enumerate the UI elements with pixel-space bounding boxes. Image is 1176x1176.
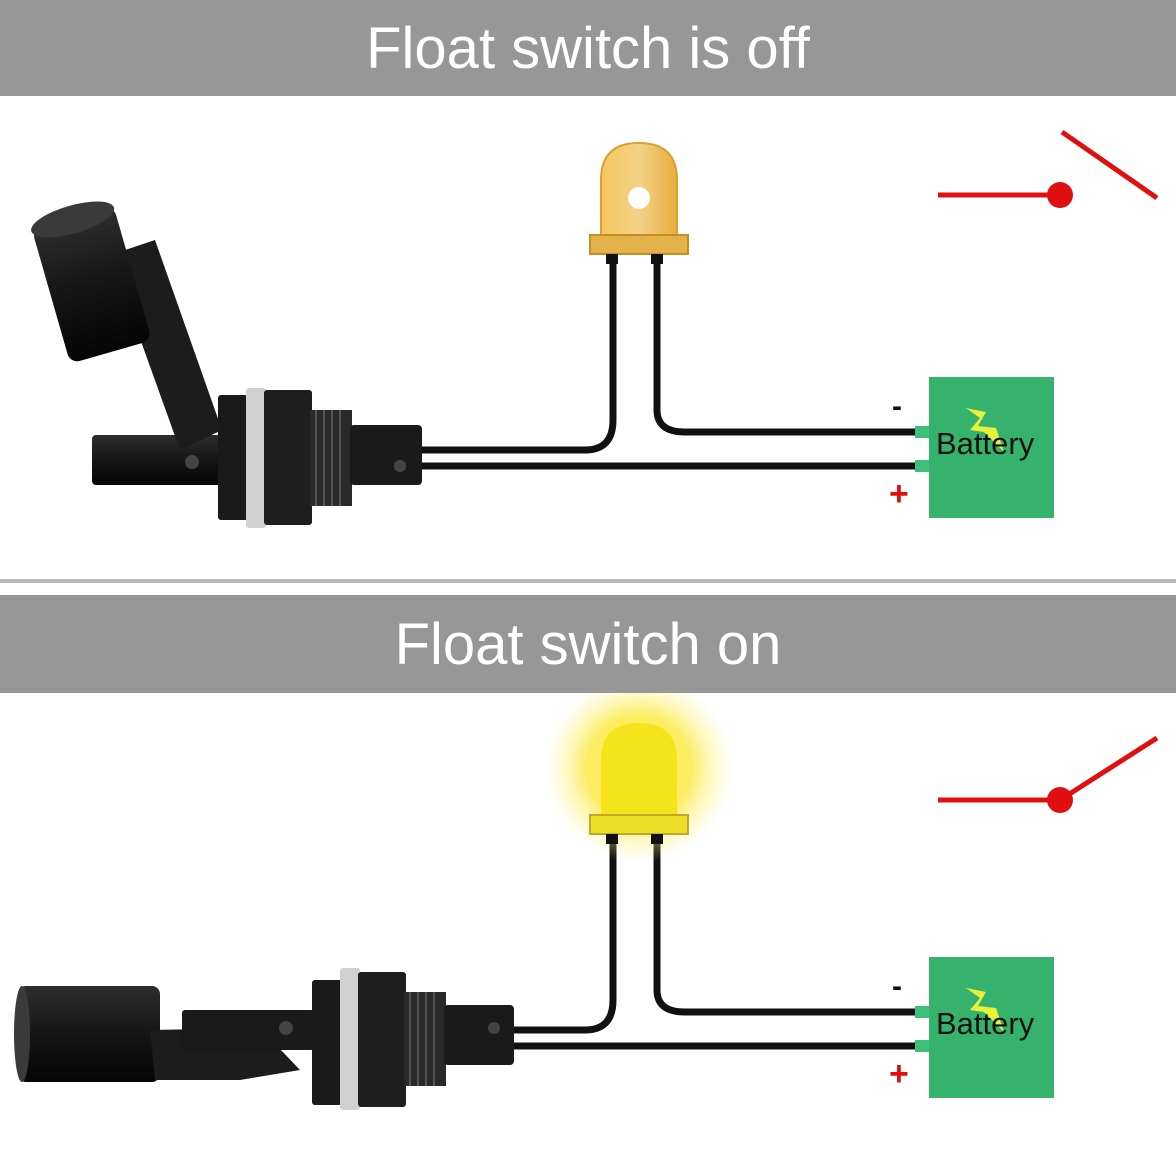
float-sensor-off (31, 201, 422, 528)
panel-title-off: Float switch is off (0, 0, 1176, 96)
circuit-diagram-on: Battery - + (14, 693, 1159, 1110)
battery-off (929, 377, 1054, 518)
wires-off (420, 262, 920, 470)
battery-terminal-neg-off (915, 426, 931, 438)
section-divider (0, 579, 1176, 583)
circuit-diagram-off: Battery - + (31, 129, 1159, 528)
panel-title-on: Float switch on (0, 595, 1176, 693)
negative-sign-on: - (892, 970, 902, 1003)
negative-sign-off: - (892, 390, 902, 423)
battery-terminal-pos-off (915, 460, 931, 472)
led-off-icon (589, 141, 689, 264)
battery-terminal-neg-on (915, 1006, 931, 1018)
switch-closed-icon (938, 735, 1159, 813)
float-sensor-on (14, 968, 514, 1110)
battery-label-on: Battery (936, 1006, 1035, 1041)
positive-sign-on: + (889, 1055, 909, 1093)
wires-on (512, 842, 920, 1050)
battery-terminal-pos-on (915, 1040, 931, 1052)
led-on-icon (544, 693, 734, 863)
positive-sign-off: + (889, 475, 909, 513)
switch-open-icon (938, 129, 1159, 208)
battery-on (929, 957, 1054, 1098)
battery-label-off: Battery (936, 426, 1035, 461)
